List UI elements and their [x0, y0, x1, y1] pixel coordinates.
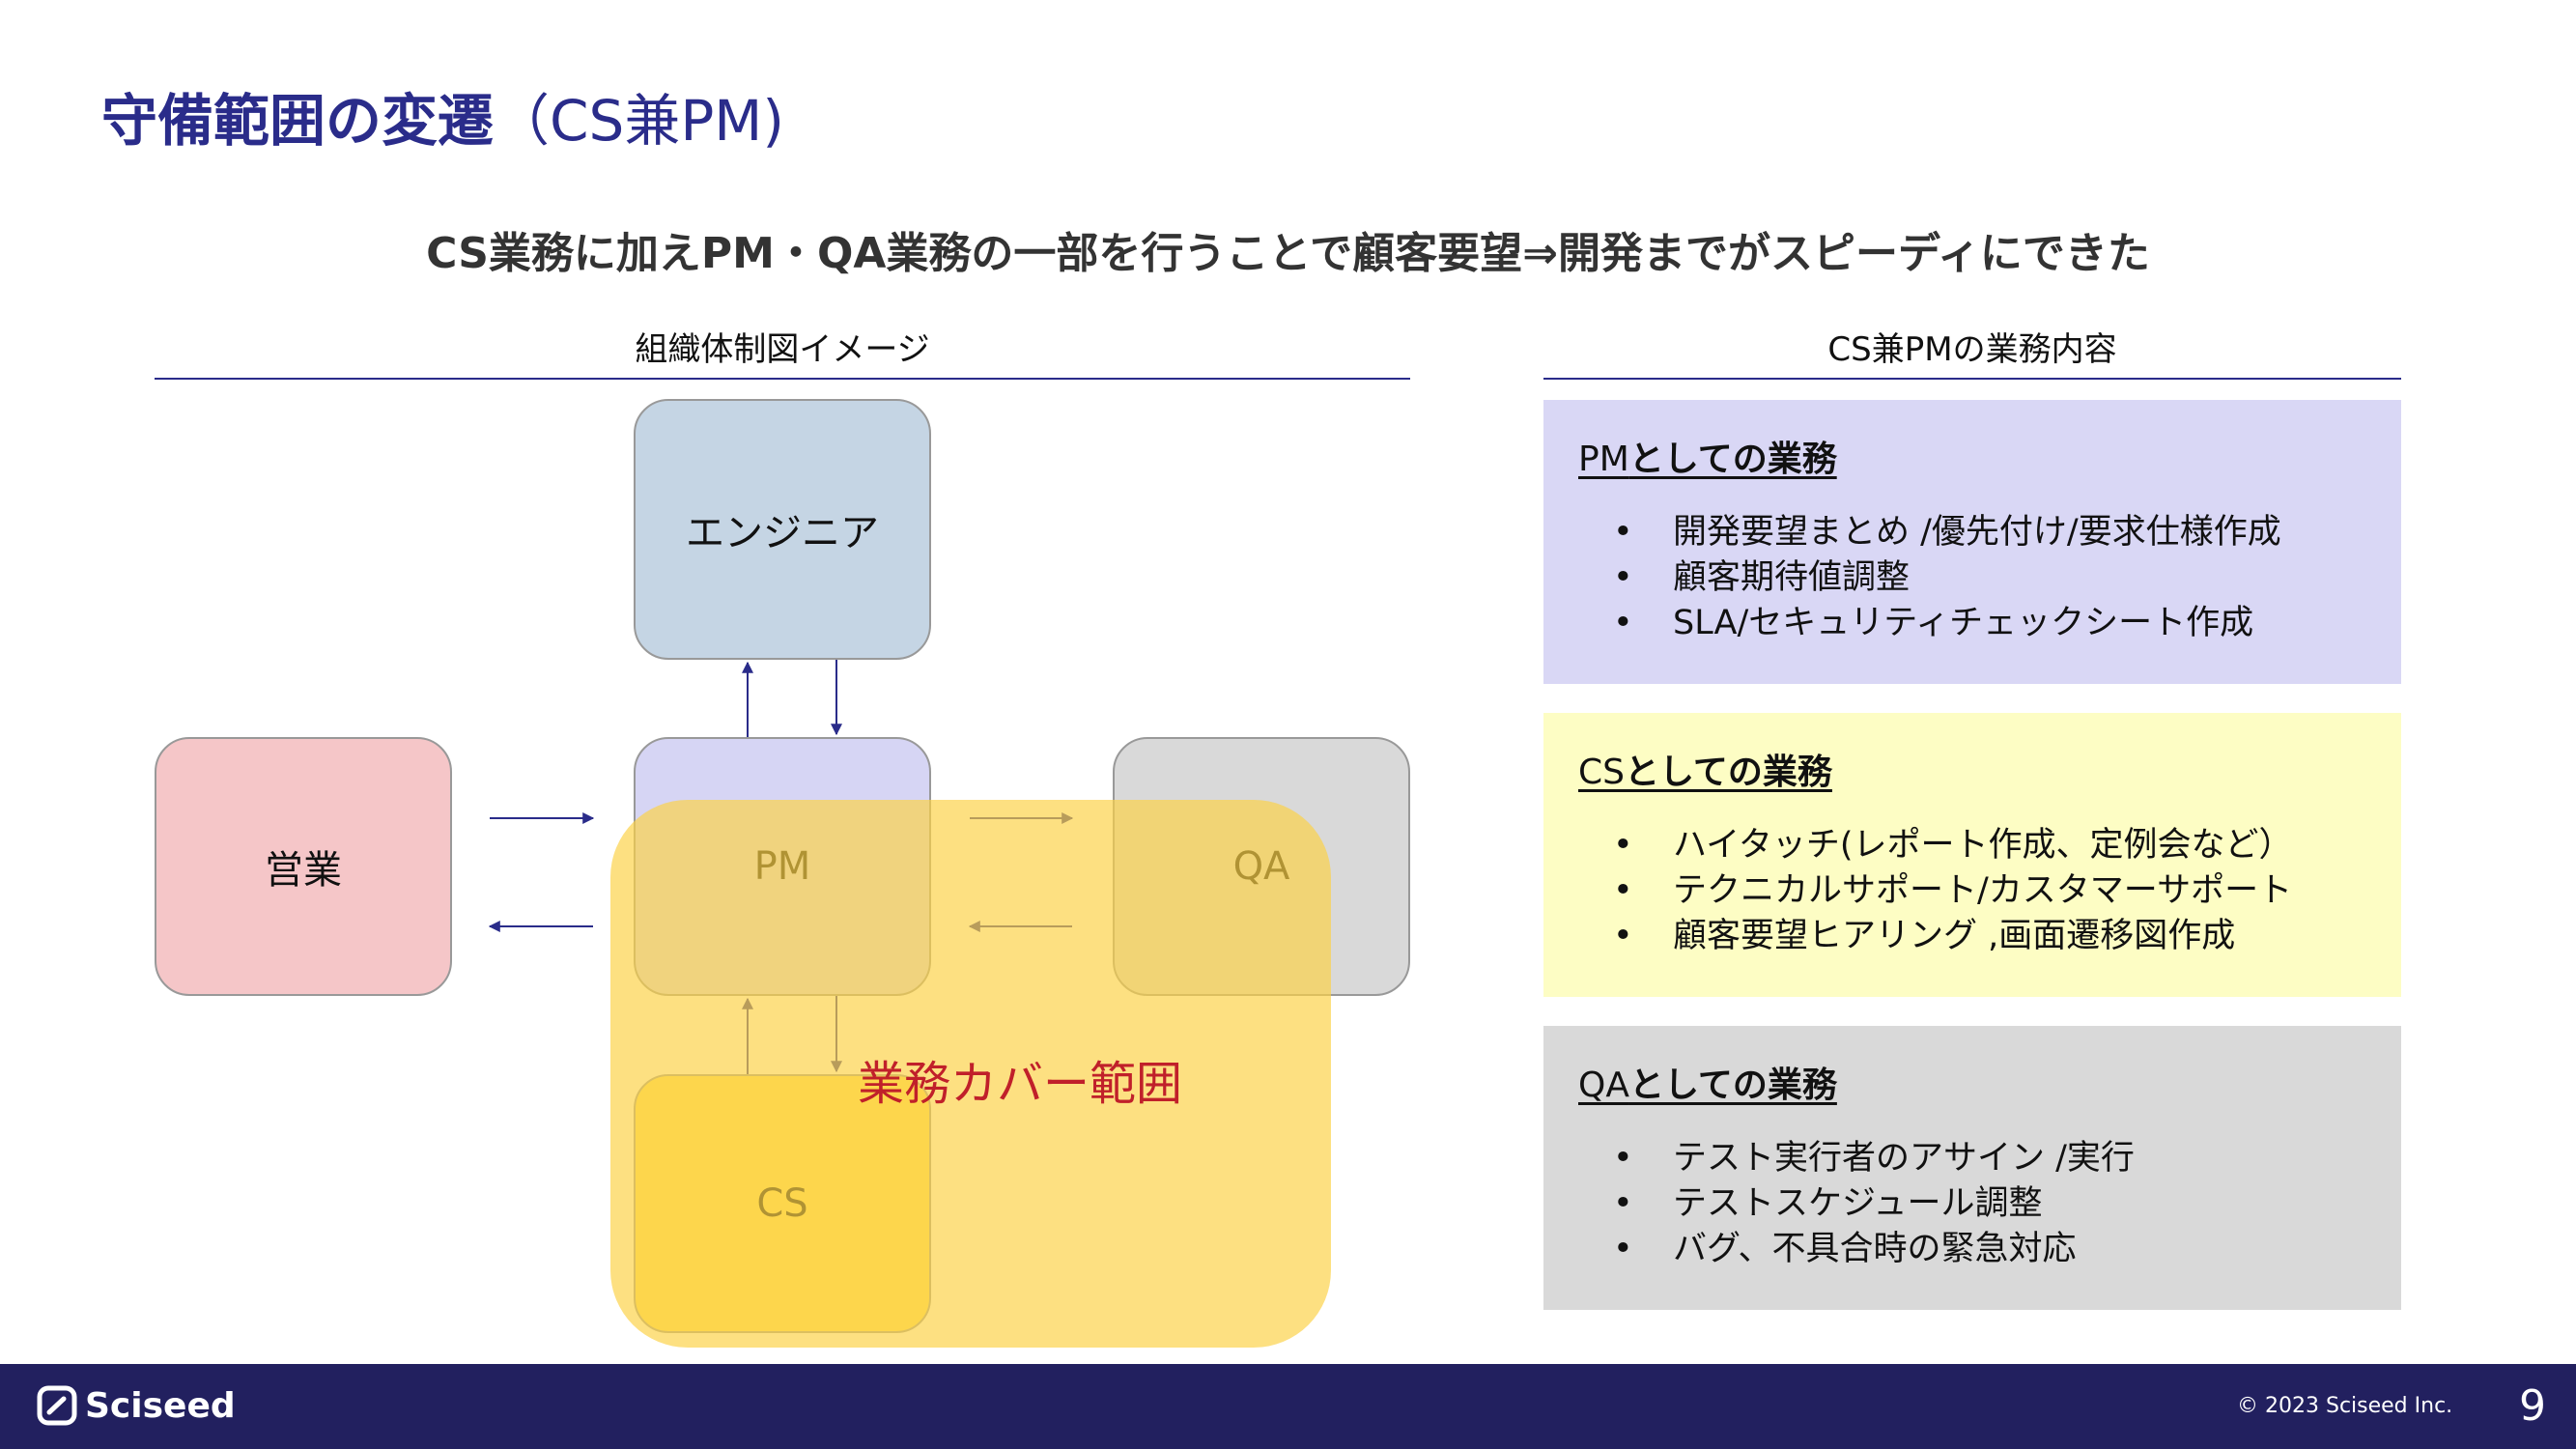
node-engineer-label: エンジニア [686, 511, 879, 555]
list-item: 顧客要望ヒアリング ,画面遷移図作成 [1578, 914, 2366, 959]
list-item: ハイタッチ(レポート作成、定例会など） [1578, 823, 2366, 868]
node-sales: 営業 [155, 737, 452, 996]
panel-qa-list: テスト実行者のアサイン /実行 テストスケジュール調整 バグ、不具合時の緊急対応 [1578, 1136, 2366, 1272]
duties-label: CS兼PMの業務内容 [1827, 330, 2117, 369]
sciseed-logo-icon [37, 1385, 77, 1426]
brand-logo: Sciseed [37, 1385, 236, 1426]
diagram-rule [155, 378, 1410, 380]
panel-pm-duties: PMとしての業務 開発要望まとめ /優先付け/要求仕様作成 顧客期待値調整 SL… [1543, 400, 2401, 684]
node-sales-label: 営業 [265, 848, 342, 893]
panel-pm-list: 開発要望まとめ /優先付け/要求仕様作成 顧客期待値調整 SLA/セキュリティチ… [1578, 510, 2366, 646]
footer-bar [0, 1364, 2576, 1449]
diagram-label: 組織体制図イメージ [635, 330, 930, 369]
slide-title: 守備範囲の変遷（CS兼PM) [101, 75, 784, 156]
panel-cs-list: ハイタッチ(レポート作成、定例会など） テクニカルサポート/カスタマーサポート … [1578, 823, 2366, 959]
list-item: テスト実行者のアサイン /実行 [1578, 1136, 2366, 1181]
list-item: 開発要望まとめ /優先付け/要求仕様作成 [1578, 510, 2366, 555]
title-suffix: （CS兼PM) [494, 88, 784, 154]
list-item: バグ、不具合時の緊急対応 [1578, 1227, 2366, 1272]
duties-rule [1543, 378, 2401, 380]
panel-pm-heading: PMとしての業務 [1578, 440, 1837, 479]
panel-cs-duties: CSとしての業務 ハイタッチ(レポート作成、定例会など） テクニカルサポート/カ… [1543, 713, 2401, 997]
panel-cs-heading: CSとしての業務 [1578, 753, 1832, 792]
list-item: 顧客期待値調整 [1578, 555, 2366, 601]
panel-qa-duties: QAとしての業務 テスト実行者のアサイン /実行 テストスケジュール調整 バグ、… [1543, 1026, 2401, 1310]
coverage-area [610, 800, 1331, 1348]
panel-qa-heading: QAとしての業務 [1578, 1065, 1837, 1105]
list-item: SLA/セキュリティチェックシート作成 [1578, 601, 2366, 646]
brand-name: Sciseed [85, 1385, 236, 1426]
page-number: 9 [2519, 1381, 2546, 1431]
coverage-label: 業務カバー範囲 [858, 1057, 1183, 1111]
copyright: © 2023 Sciseed Inc. [2237, 1394, 2453, 1418]
node-engineer: エンジニア [634, 399, 931, 660]
list-item: テストスケジュール調整 [1578, 1181, 2366, 1227]
title-main: 守備範囲の変遷 [101, 88, 495, 154]
slide-subtitle: CS業務に加えPM・QA業務の一部を行うことで顧客要望⇒開発までがスピーディにで… [426, 229, 2150, 278]
list-item: テクニカルサポート/カスタマーサポート [1578, 868, 2366, 914]
